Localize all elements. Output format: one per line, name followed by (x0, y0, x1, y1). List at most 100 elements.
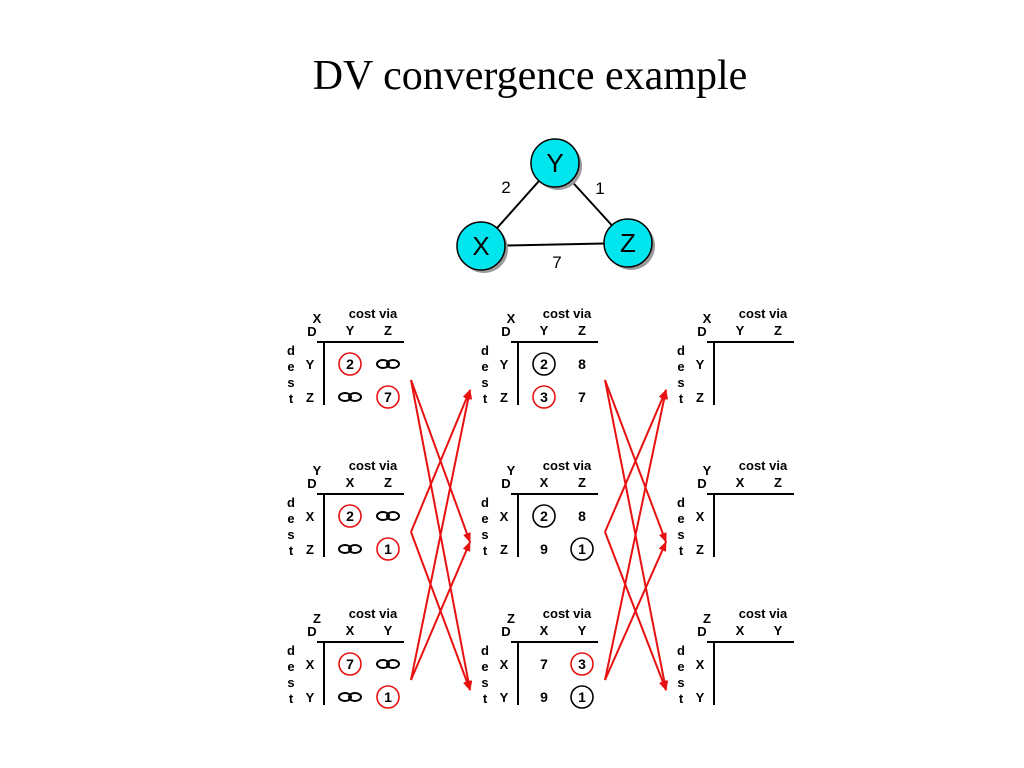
edge-cost-X-Z: 7 (552, 253, 561, 272)
via-column-header: Z (578, 323, 586, 338)
dest-row-label: Z (306, 542, 314, 557)
table-d-label: D (697, 324, 706, 339)
dest-letter: d (481, 643, 489, 658)
router-label-X: X (472, 231, 489, 261)
dest-row-label: Z (500, 390, 508, 405)
dest-letter: d (287, 495, 295, 510)
infinity-icon (338, 692, 362, 702)
cost-cell: 3 (578, 656, 586, 672)
dest-letter: e (287, 359, 294, 374)
cost-cell: 9 (540, 689, 548, 705)
cost-via-label: cost via (543, 306, 592, 321)
table-node-label: Y (703, 463, 712, 478)
cost-cell: 1 (578, 689, 586, 705)
via-column-header: X (346, 475, 355, 490)
dest-letter: e (481, 659, 488, 674)
table-node-label: X (703, 311, 712, 326)
cost-cell: 2 (346, 508, 354, 524)
dest-row-label: Z (500, 542, 508, 557)
dest-row-label: X (500, 657, 509, 672)
cost-via-label: cost via (349, 606, 398, 621)
dest-letter: d (677, 495, 685, 510)
update-arrows (410, 379, 669, 691)
dest-letter: t (289, 391, 294, 406)
cost-via-label: cost via (739, 306, 788, 321)
cost-via-label: cost via (543, 606, 592, 621)
update-arrow (604, 541, 667, 681)
update-arrow (410, 541, 471, 681)
min-cost-circle (338, 352, 362, 376)
min-cost-circle (338, 652, 362, 676)
infinity-icon (338, 544, 362, 554)
via-column-header: Z (774, 323, 782, 338)
update-arrow (604, 389, 667, 533)
via-column-header: Z (774, 475, 782, 490)
cost-cell: 8 (578, 356, 586, 372)
dest-letter: s (287, 527, 294, 542)
table-d-label: D (307, 476, 316, 491)
min-cost-circle (532, 352, 556, 376)
min-cost-circle (376, 685, 400, 709)
dest-letter: t (679, 691, 684, 706)
update-arrow (604, 389, 669, 681)
dest-letter: e (481, 511, 488, 526)
cost-via-label: cost via (739, 458, 788, 473)
cost-cell: 8 (578, 508, 586, 524)
via-column-header: Y (540, 323, 549, 338)
table-node-label: Y (507, 463, 516, 478)
dest-letter: s (287, 375, 294, 390)
dest-letter: s (677, 675, 684, 690)
dest-row-label: Y (500, 357, 509, 372)
dest-row-label: Y (696, 690, 705, 705)
update-arrow (410, 389, 473, 681)
dest-letter: t (483, 543, 488, 558)
update-arrow (410, 389, 471, 533)
dest-letter: d (481, 495, 489, 510)
dest-letter: t (679, 543, 684, 558)
router-node-Z (603, 218, 653, 268)
dest-letter: d (287, 343, 295, 358)
cost-cell: 7 (540, 656, 548, 672)
via-column-header: Y (578, 623, 587, 638)
dest-row-label: X (696, 509, 705, 524)
dest-letter: e (287, 511, 294, 526)
cost-cell: 7 (578, 389, 586, 405)
dest-letter: s (287, 675, 294, 690)
dest-letter: t (289, 543, 294, 558)
cost-via-label: cost via (349, 306, 398, 321)
table-node-label: Z (507, 611, 515, 626)
dest-letter: s (677, 375, 684, 390)
via-column-header: X (736, 475, 745, 490)
min-cost-circle (570, 685, 594, 709)
cost-cell: 2 (540, 356, 548, 372)
dest-row-label: Z (306, 390, 314, 405)
table-node-label: X (507, 311, 516, 326)
min-cost-circle (570, 537, 594, 561)
slide-title: DV convergence example (312, 53, 748, 99)
cost-cell: 2 (346, 356, 354, 372)
table-d-label: D (307, 624, 316, 639)
min-cost-circle (376, 537, 400, 561)
dest-letter: e (677, 359, 684, 374)
dest-letter: s (481, 675, 488, 690)
cost-cell: 2 (540, 508, 548, 524)
via-column-header: Z (384, 475, 392, 490)
cost-via-label: cost via (349, 458, 398, 473)
dest-row-label: Y (500, 690, 509, 705)
via-column-header: Y (774, 623, 783, 638)
table-d-label: D (697, 624, 706, 639)
router-node-Y (530, 138, 580, 188)
dest-letter: e (287, 659, 294, 674)
dest-letter: t (483, 691, 488, 706)
dest-letter: e (677, 659, 684, 674)
router-label-Z: Z (620, 228, 636, 258)
cost-cell: 3 (540, 389, 548, 405)
